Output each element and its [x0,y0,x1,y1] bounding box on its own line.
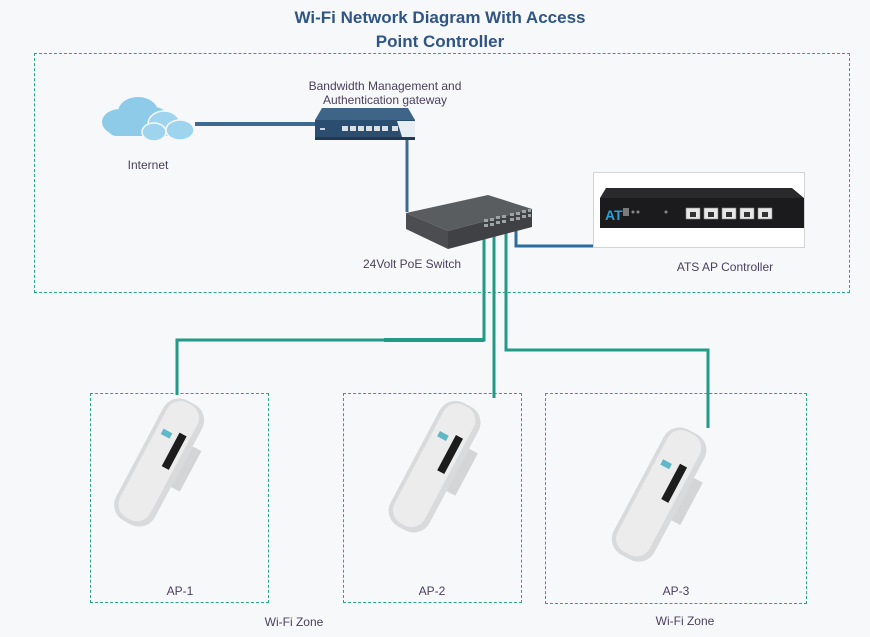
access-point-2-icon[interactable] [380,393,490,543]
access-point-1-icon[interactable] [105,393,215,533]
ap-2-zone [343,393,522,603]
wifi-zone-label-2: Wi-Fi Zone [655,614,715,628]
diagram-title: Wi-Fi Network Diagram With Access Point … [250,6,630,54]
controller-label: ATS AP Controller [676,260,774,274]
core-network-zone [34,53,850,293]
ap-1-zone [90,393,269,603]
wire-switch-ap3 [504,230,710,428]
title-line-1: Wi-Fi Network Diagram With Access [294,8,586,27]
poe-switch-icon[interactable] [404,195,534,251]
gateway-label-line-2: Authentication gateway [322,93,448,107]
gateway-label-line-1: Bandwidth Management and [308,79,462,93]
rack-gateway-icon[interactable] [314,108,416,142]
access-point-3-icon[interactable] [600,420,720,570]
title-line-2: Point Controller [375,32,505,51]
wire-switch-ap1 [175,230,486,395]
ap-1-label: AP-1 [166,584,194,598]
controller-brand-logo: AT [605,207,623,223]
wifi-zone-label-1: Wi-Fi Zone [264,615,324,629]
ap-2-label: AP-2 [418,584,446,598]
switch-label: 24Volt PoE Switch [362,257,462,271]
ap-3-zone [545,393,807,604]
internet-label: Internet [127,158,169,172]
gateway-label: Bandwidth Management and Authentication … [295,79,475,107]
cloud-icon [102,97,195,142]
ap-controller-icon[interactable]: AT [598,188,808,234]
ap-3-label: AP-3 [662,584,690,598]
